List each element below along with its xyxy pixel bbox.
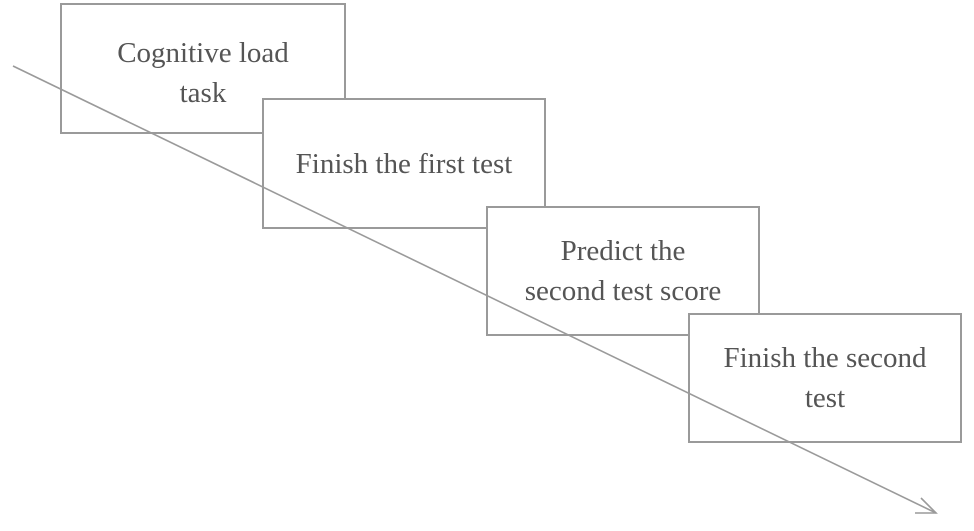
step-label: Finish the second test bbox=[723, 342, 927, 414]
step-label: Finish the first test bbox=[295, 147, 513, 180]
timeline-arrow-head bbox=[915, 497, 938, 514]
step-box-finish-second-test: Finish the second test bbox=[688, 313, 962, 443]
step-label: Predict the second test score bbox=[524, 235, 722, 307]
